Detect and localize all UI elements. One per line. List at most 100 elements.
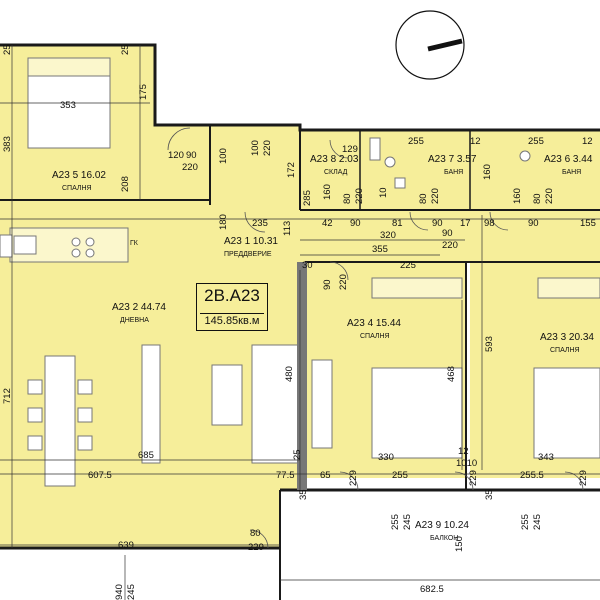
- door-swing: [454, 471, 474, 491]
- dim-value: 255: [408, 136, 424, 147]
- dim-value: 383: [2, 136, 13, 152]
- dim-value: 712: [2, 388, 13, 404]
- dim-value: 1010: [456, 458, 477, 469]
- walls: [0, 43, 600, 600]
- dim-value: 940: [114, 584, 125, 600]
- room-label: A23 6 3.44: [544, 154, 593, 165]
- dim-value: 220: [544, 188, 555, 204]
- dim-value: 17: [460, 218, 471, 229]
- hob-ring-icon: [71, 248, 81, 258]
- kitchen-mark: ГК: [130, 240, 139, 247]
- balcony-area: [280, 492, 600, 600]
- room-name: ДНЕВНА: [120, 317, 149, 324]
- dim-value: 343: [538, 452, 554, 463]
- dim-value: 220: [338, 274, 349, 290]
- dim-value: 175: [138, 84, 149, 100]
- dim-value: 235: [252, 218, 268, 229]
- dim-value: 480: [284, 366, 295, 382]
- dining-chair: [77, 379, 93, 395]
- dining-chair: [77, 435, 93, 451]
- door-swing: [489, 211, 509, 231]
- dim-value: 90: [350, 218, 361, 229]
- dim-value: 468: [446, 366, 457, 382]
- dim-value: 160: [512, 188, 523, 204]
- dim-value: 81: [392, 218, 403, 229]
- dim-value: 80: [250, 528, 261, 539]
- dim-value: 90: [322, 279, 333, 290]
- tv-unit: [141, 344, 161, 464]
- dim-value: 208: [120, 176, 131, 192]
- dim-value: 225: [400, 260, 416, 271]
- dim-value: 245: [532, 514, 543, 530]
- room-label: A23 7 3.57: [428, 154, 477, 165]
- north-arrow-needle: [427, 38, 463, 52]
- dim-value: 25: [120, 44, 131, 55]
- structural-column: [297, 262, 307, 490]
- room-name: БАНЯ: [444, 169, 463, 176]
- dim-value: 220: [442, 240, 458, 251]
- room-name: СПАЛНЯ: [550, 347, 580, 354]
- dim-value: 77.5: [276, 470, 295, 481]
- dining-table: [44, 355, 76, 487]
- dim-value: 320: [380, 230, 396, 241]
- dim-value: 12: [458, 446, 469, 457]
- door-swing: [329, 261, 349, 281]
- dim-value: 90: [442, 228, 453, 239]
- double-bed-3: [533, 367, 600, 459]
- room-name: БАЛКОН: [430, 535, 458, 542]
- dim-value: 100: [250, 140, 261, 156]
- door-swing: [339, 471, 359, 491]
- dim-value: 10: [378, 187, 389, 198]
- room-label: A23 3 20.34: [540, 332, 594, 343]
- dim-value: 42: [322, 218, 333, 229]
- dim-value: 229: [348, 470, 359, 486]
- dim-value: 245: [126, 584, 137, 600]
- fridge: [0, 234, 13, 258]
- dim-value: 255: [528, 136, 544, 147]
- dim-value: 160: [482, 164, 493, 180]
- dim-value: 80: [532, 193, 543, 204]
- apartment-code: 2B.A23: [204, 286, 260, 305]
- dim-value: 255: [392, 470, 408, 481]
- dim-value: 90: [528, 218, 539, 229]
- dim-value: 12: [582, 136, 593, 147]
- dim-value: 355: [372, 244, 388, 255]
- dim-value: 12: [470, 136, 481, 147]
- dim-value: 90: [186, 150, 197, 161]
- wardrobe-4-top: [371, 277, 463, 299]
- room-label: A23 9 10.24: [415, 520, 469, 531]
- dimension-labels: 353 175 25 25 383 208 120 90 220 100 100…: [2, 44, 596, 600]
- door-swing: [564, 471, 584, 491]
- dim-value: 98: [484, 218, 495, 229]
- room-label: A23 2 44.74: [112, 302, 166, 313]
- dimension-lines: [0, 45, 600, 600]
- dim-value: 30: [302, 260, 313, 271]
- dim-value: 120: [168, 150, 184, 161]
- room-name: СПАЛНЯ: [360, 333, 390, 340]
- north-arrow-circle: [395, 10, 465, 80]
- dim-value: 220: [182, 162, 198, 173]
- room-label: A23 8 2.03: [310, 154, 359, 165]
- sofa: [251, 344, 299, 464]
- dim-value: 255: [390, 514, 401, 530]
- apartment-area: 145.85кв.м: [200, 313, 264, 327]
- dim-value: 35: [484, 489, 495, 500]
- room-name: СПАЛНЯ: [62, 185, 92, 192]
- dining-chair: [27, 435, 43, 451]
- double-bed-4: [371, 367, 463, 459]
- dim-value: 90: [432, 218, 443, 229]
- dim-value: 35: [298, 489, 309, 500]
- dim-value: 180: [218, 214, 229, 230]
- sink-icon: [13, 235, 37, 255]
- dim-value: 220: [430, 188, 441, 204]
- north-arrow: [395, 10, 465, 80]
- door-swing: [167, 127, 191, 151]
- dim-value: 607.5: [88, 470, 112, 481]
- dim-value: 285: [302, 190, 313, 206]
- room-label: A23 1 10.31: [224, 236, 278, 247]
- shower-icon: [369, 137, 381, 161]
- hall-upper-fill: [210, 125, 300, 205]
- dim-value: 639: [118, 540, 134, 551]
- dim-value: 80: [342, 193, 353, 204]
